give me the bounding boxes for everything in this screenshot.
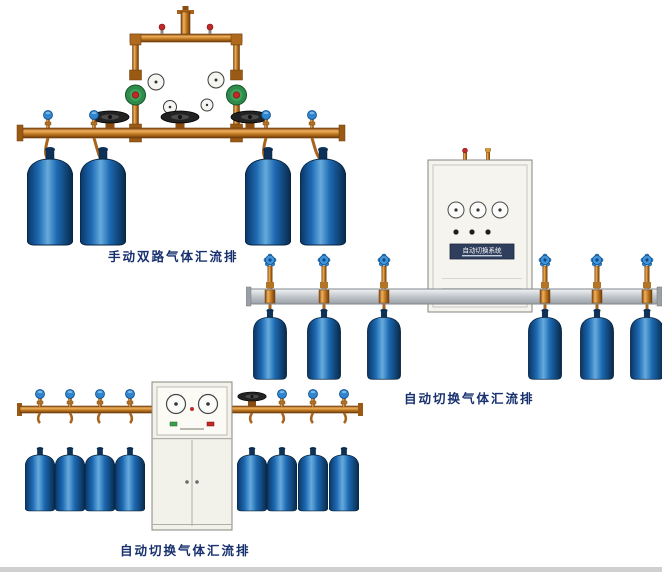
top-header-piping xyxy=(129,6,243,81)
blue-cap-valve-icon xyxy=(95,389,105,407)
red-knob-icon xyxy=(462,148,468,154)
blue-valve-handle-icon xyxy=(377,253,391,267)
gas-cylinder xyxy=(80,146,126,246)
gas-cylinder xyxy=(267,446,297,512)
riser-valves xyxy=(263,253,654,293)
left-regulator xyxy=(125,84,146,129)
red-indicator-icon xyxy=(190,407,194,411)
gas-cylinder xyxy=(85,446,115,512)
red-knob-icon xyxy=(206,23,214,31)
blue-cap-valve-icon xyxy=(65,389,75,407)
door-handle-icon xyxy=(185,480,189,484)
blue-cap-valve-icon xyxy=(125,389,135,407)
cabinet-door-seam xyxy=(191,440,193,526)
blue-cap-valve-icon xyxy=(43,110,53,128)
gas-cylinder xyxy=(253,308,287,380)
connection-hoses xyxy=(36,412,348,424)
pressure-gauges xyxy=(147,71,225,114)
gas-cylinder xyxy=(528,308,562,380)
blue-cap-valve-icon xyxy=(339,389,349,407)
main-manifold-pipe xyxy=(16,123,346,143)
gas-cylinder xyxy=(55,446,85,512)
gas-cylinder xyxy=(115,446,145,512)
blue-valve-handle-icon xyxy=(317,253,331,267)
gas-cylinder xyxy=(580,308,614,380)
switch-knob-icon xyxy=(485,229,491,235)
red-knob-icon xyxy=(158,23,166,31)
blue-cap-valve-icon xyxy=(308,389,318,407)
figure-caption-auto-bottom: 自动切换气体汇流排 xyxy=(120,544,251,558)
control-cabinet xyxy=(151,381,233,531)
blue-valve-handle-icon xyxy=(640,253,654,267)
manual-dual-manifold-illustration xyxy=(16,6,346,246)
valve-handwheel-icon xyxy=(237,391,267,402)
bottom-border-strip xyxy=(0,567,662,572)
gas-cylinder xyxy=(307,308,341,380)
auto-switch-manifold-illustration: 自动切换系统 xyxy=(246,148,662,380)
gas-cylinder xyxy=(329,446,359,512)
blue-cap-valve-icon xyxy=(277,389,287,407)
mini-valve-stem xyxy=(160,28,164,34)
valve-handwheel-icon xyxy=(160,110,200,124)
manifold-rail xyxy=(246,286,662,307)
cabinet-name-plate-label: 自动切换系统 xyxy=(463,246,503,255)
regulator-knob xyxy=(132,91,140,99)
gas-cylinder xyxy=(367,308,401,380)
gas-cylinder xyxy=(27,146,73,246)
switch-knob-icon xyxy=(453,229,459,235)
cylinder-cap-valves xyxy=(35,389,349,407)
blue-cap-valve-icon xyxy=(35,389,45,407)
gas-cylinders xyxy=(253,308,662,380)
figure-caption-manual-dual: 手动双路气体汇流排 xyxy=(108,250,239,264)
regulator-knob xyxy=(233,91,241,99)
gas-cylinder xyxy=(237,446,267,512)
mini-valve-stem xyxy=(208,28,212,34)
switch-knob-icon xyxy=(469,229,475,235)
green-indicator-icon xyxy=(169,421,178,427)
blue-valve-handle-icon xyxy=(590,253,604,267)
gas-cylinder xyxy=(298,446,328,512)
shutoff-handwheels xyxy=(90,110,270,128)
gas-cylinder xyxy=(630,308,662,380)
blue-valve-handle-icon xyxy=(263,253,277,267)
red-indicator-icon xyxy=(206,421,215,427)
control-cabinet: 自动切换系统 xyxy=(427,148,533,313)
blue-valve-handle-icon xyxy=(538,253,552,267)
gas-cylinder xyxy=(25,446,55,512)
auto-switch-cabinet-manifold-illustration xyxy=(17,381,363,531)
brass-fitting-icon xyxy=(484,148,492,153)
figure-caption-auto-right: 自动切换气体汇流排 xyxy=(404,392,535,406)
blue-cap-valve-icon xyxy=(307,110,317,128)
door-handle-icon xyxy=(195,480,199,484)
